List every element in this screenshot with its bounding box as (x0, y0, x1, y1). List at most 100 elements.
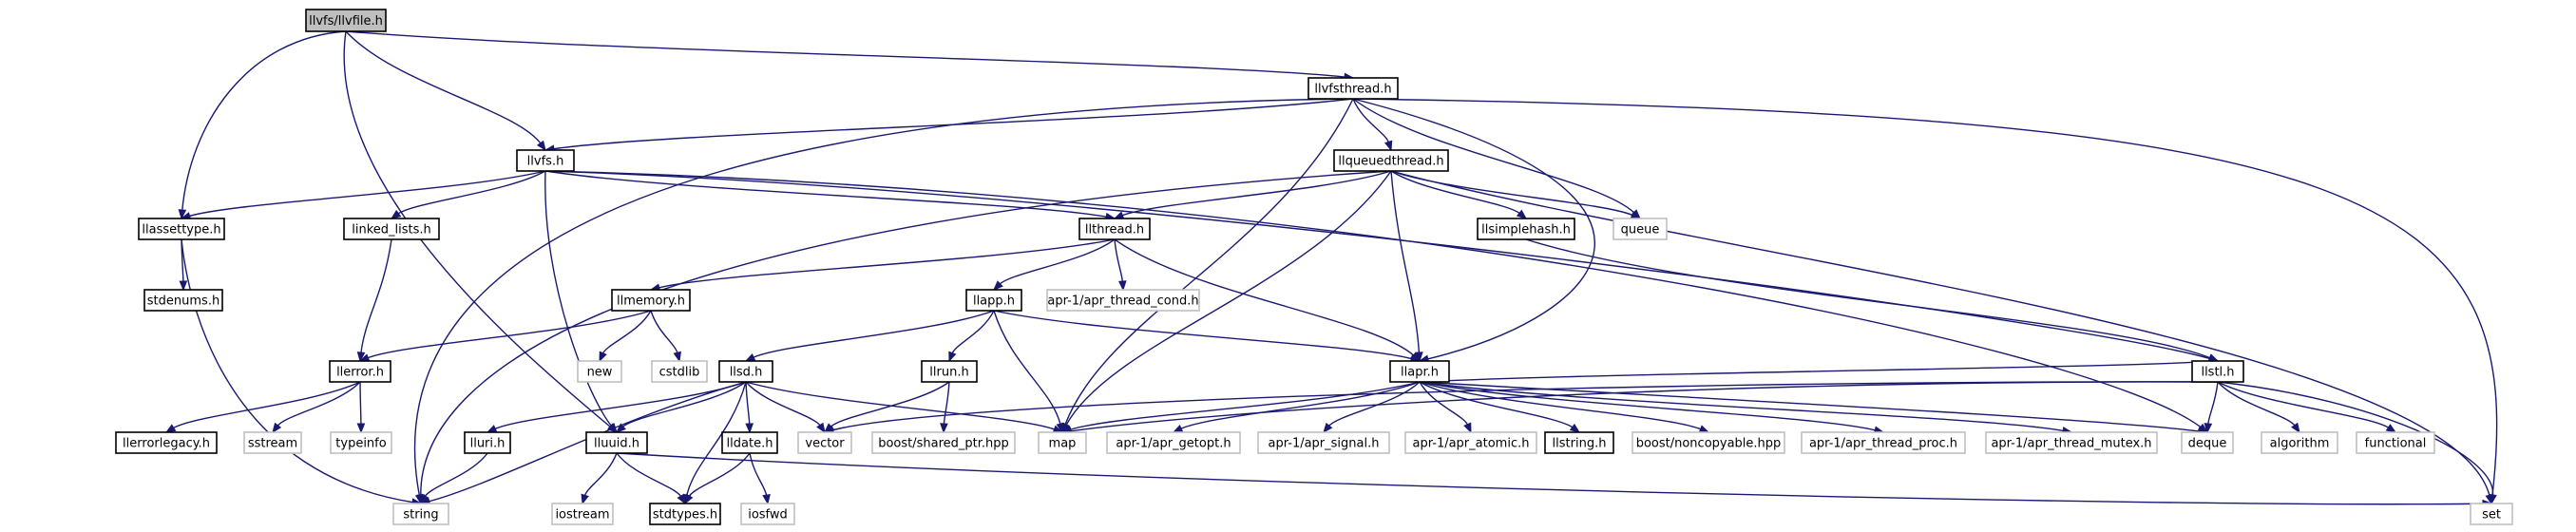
edge-llstl-to-vector (823, 381, 2219, 434)
edge-line (1069, 381, 1421, 431)
node-iosfwd: iosfwd (740, 503, 795, 525)
node-label: llqueuedthread.h (1338, 155, 1443, 169)
node-box (1801, 431, 1966, 454)
edge-line (1352, 98, 1635, 214)
node-box (721, 431, 778, 454)
edge-llrun-to-boost_shared_ptr (940, 381, 950, 434)
node-llvfs[interactable]: llvfs.h (516, 149, 575, 172)
node-label: llvfs/llvfile.h (309, 14, 383, 28)
edge-lluri-to-string (420, 452, 488, 505)
edge-llvfs-to-llthread (544, 170, 1116, 221)
node-label: string (403, 508, 438, 522)
node-llsimplehash[interactable]: llsimplehash.h (1477, 218, 1575, 240)
node-label: algorithm (2270, 437, 2330, 451)
edge-llthread-to-llmemory (649, 238, 1116, 292)
node-llstl[interactable]: llstl.h (2191, 360, 2244, 383)
edge-llvfs-to-llassettype (180, 170, 546, 220)
edge-line (1419, 360, 2211, 383)
node-linked-lists[interactable]: linked_lists.h (343, 218, 440, 240)
node-box (2356, 431, 2435, 454)
node-label: lluuid.h (594, 437, 639, 451)
node-llqueuedthread[interactable]: llqueuedthread.h (1333, 149, 1449, 172)
edge-llstl-to-functional (2217, 381, 2397, 433)
edge-arrowhead (684, 493, 694, 505)
edge-line (2217, 381, 2493, 497)
edge-arrowhead (420, 493, 429, 505)
edge-line (601, 310, 652, 355)
node-box (1038, 431, 1087, 454)
node-label: deque (2188, 437, 2227, 451)
node-iostream: iostream (551, 503, 614, 525)
node-box (1046, 289, 1200, 312)
node-box (1544, 431, 1614, 454)
node-stdenums[interactable]: stdenums.h (143, 289, 223, 312)
node-sstream: sstream (243, 431, 302, 454)
edge-arrowhead (179, 280, 188, 292)
node-box (1612, 218, 1668, 240)
node-llsd[interactable]: llsd.h (718, 360, 773, 383)
edge-line (752, 310, 995, 359)
node-label: llerror.h (336, 366, 384, 380)
node-lldate[interactable]: lldate.h (721, 431, 778, 454)
node-box (551, 503, 614, 525)
node-functional: functional (2356, 431, 2435, 454)
edge-lldate-to-stdtypes (684, 452, 751, 505)
node-llerrorlegacy[interactable]: llerrorlegacy.h (115, 431, 218, 454)
node-box (1404, 431, 1537, 454)
edge-arrowhead (762, 493, 771, 505)
edge-llapp-to-llrun (948, 310, 995, 363)
edge-line (745, 381, 1056, 430)
node-lluuid[interactable]: lluuid.h (585, 431, 648, 454)
node-llmemory[interactable]: llmemory.h (611, 289, 691, 312)
node-stdtypes[interactable]: stdtypes.h (649, 503, 721, 525)
node-llerror[interactable]: llerror.h (329, 360, 391, 383)
node-box (871, 431, 1016, 454)
edge-line (658, 238, 1116, 289)
node-label: apr-1/apr_thread_proc.h (1809, 437, 1957, 451)
node-box (1307, 77, 1399, 100)
node-label: boost/noncopyable.hpp (1636, 437, 1782, 451)
node-label: llmemory.h (617, 294, 685, 309)
edge-arrowhead (599, 351, 607, 363)
edge-llerror-to-typeinfo (356, 381, 366, 434)
node-llvfsthread[interactable]: llvfsthread.h (1307, 77, 1399, 100)
node-llrun[interactable]: llrun.h (921, 360, 978, 383)
node-label: llrun.h (929, 366, 968, 380)
node-label: llthread.h (1085, 223, 1144, 238)
edge-line (1069, 381, 2219, 432)
edge-llvfs-to-lluuid (544, 170, 618, 434)
node-box (1477, 218, 1575, 240)
node-llvfs-llvfile[interactable]: llvfs/llvfile.h (305, 9, 387, 32)
edge-line (428, 381, 747, 503)
node-box (392, 503, 449, 525)
node-apr-thread-cond: apr-1/apr_thread_cond.h (1046, 289, 1200, 312)
edge-arrowhead (673, 351, 681, 363)
edge-lluuid-to-stdtypes (616, 452, 686, 505)
node-box (577, 360, 622, 383)
edge-arrowhead (390, 209, 402, 219)
node-set: set (2470, 503, 2513, 525)
node-label: llassettype.h (142, 223, 220, 238)
node-box (330, 431, 392, 454)
node-llthread[interactable]: llthread.h (1078, 218, 1151, 240)
node-vector: vector (797, 431, 852, 454)
edge-llapr-to-apr_signal (1323, 381, 1421, 434)
node-llapp[interactable]: llapp.h (965, 289, 1022, 312)
edge-line (343, 30, 612, 428)
node-box (243, 431, 302, 454)
node-llstring[interactable]: llstring.h (1544, 431, 1614, 454)
node-label: apr-1/apr_atomic.h (1413, 437, 1530, 451)
node-box (464, 431, 511, 454)
node-box (611, 289, 691, 312)
edge-llsd-to-lluuid (616, 381, 747, 433)
node-llassettype[interactable]: llassettype.h (138, 218, 225, 240)
node-llapr[interactable]: llapr.h (1389, 360, 1450, 383)
edge-llerror-to-llerrorlegacy (164, 381, 361, 433)
edge-line (367, 310, 652, 359)
edge-llvfsthread-to-map (1061, 98, 1354, 434)
node-lluri[interactable]: lluri.h (464, 431, 511, 454)
edge-line (1419, 381, 1702, 430)
edge-line (544, 170, 613, 428)
edge-arrowhead (1323, 422, 1333, 434)
node-typeinfo: typeinfo (330, 431, 392, 454)
